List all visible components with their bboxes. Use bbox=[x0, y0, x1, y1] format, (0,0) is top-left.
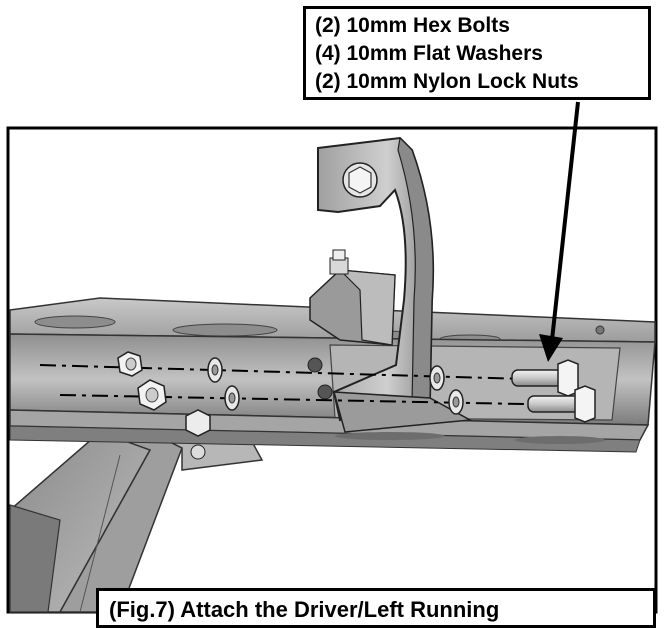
lock-nut-lower bbox=[137, 379, 167, 411]
hardware-line-lock-nuts: (2) 10mm Nylon Lock Nuts bbox=[315, 70, 579, 93]
callout-arrow bbox=[539, 101, 580, 362]
assembly-illustration bbox=[6, 101, 658, 614]
hardware-line-flat-washers: (4) 10mm Flat Washers bbox=[315, 42, 543, 65]
lock-nut-upper bbox=[117, 351, 143, 377]
bracket-top-bolt bbox=[342, 162, 378, 198]
hardware-line-hex-bolts: (2) 10mm Hex Bolts bbox=[315, 14, 510, 37]
mounting-bracket bbox=[317, 136, 473, 433]
flat-washer-4 bbox=[448, 389, 464, 415]
figure-caption-text: (Fig.7) Attach the Driver/Left Running bbox=[109, 597, 500, 622]
hardware-callout: (2) 10mm Hex Bolts (4) 10mm Flat Washers… bbox=[303, 6, 651, 100]
mounting-leg bbox=[9, 431, 264, 613]
flat-washer-1 bbox=[207, 357, 223, 383]
hex-bolt-lower bbox=[527, 385, 596, 423]
flat-washer-2 bbox=[224, 385, 240, 411]
flat-washer-3 bbox=[429, 365, 445, 391]
figure-caption: (Fig.7) Attach the Driver/Left Running bbox=[96, 588, 656, 628]
lock-nut-below bbox=[185, 409, 211, 460]
mounting-tab bbox=[309, 249, 396, 346]
